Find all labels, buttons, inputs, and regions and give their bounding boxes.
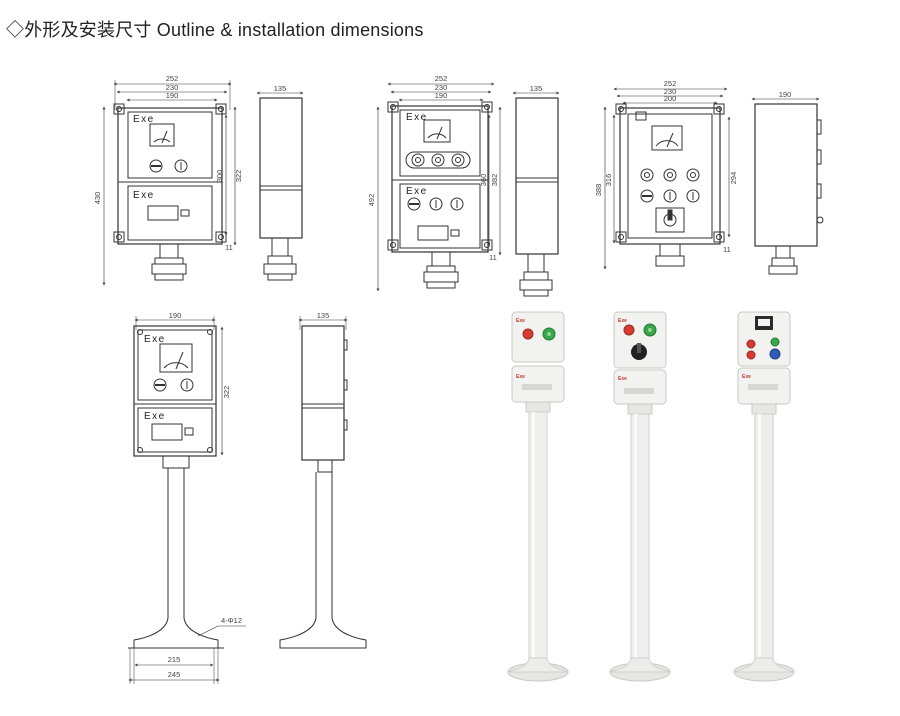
d1-dim-h-box: 322 [234, 170, 243, 183]
d1-dim-h-total: 430 [93, 192, 102, 205]
d2-exe-top: Exe [406, 112, 428, 123]
diamond-icon: ◇ [6, 20, 25, 40]
drawing-4-side [279, 316, 367, 649]
title-text: 外形及安装尺寸 Outline & installation dimension… [24, 20, 424, 40]
d3-dim-w-total: 252 [664, 79, 677, 88]
d3-dim-w-mid: 230 [664, 87, 677, 96]
d4-exe-bottom: Exe [144, 411, 166, 422]
d1-exe-top: Exe [133, 114, 155, 125]
photo-3-exe-bottom: Exe [742, 374, 751, 380]
d3-dim-h-box: 316 [604, 174, 613, 187]
d4-dim-base-outer: 245 [168, 670, 181, 679]
d3-dim-small: 11 [723, 245, 731, 254]
photo-1-exe-top: Exe [516, 318, 525, 324]
d2-dim-h-inner: 360 [479, 174, 488, 187]
d1-dim-h-inner: 300 [215, 170, 224, 183]
d1-dim-w-total: 252 [166, 74, 179, 83]
product-photo-1 [507, 311, 569, 682]
d4-dim-depth: 135 [317, 311, 330, 320]
drawing-2-front [376, 82, 502, 292]
d4-dim-base-inner: 215 [168, 655, 181, 664]
d4-dim-w-inner: 190 [169, 311, 182, 320]
d3-dim-w-inner: 200 [664, 94, 677, 103]
photo-2-exe-bottom: Exe [618, 376, 627, 382]
d2-dim-h-total: 492 [367, 194, 376, 207]
d1-dim-w-mid: 230 [166, 83, 179, 92]
d1-dim-depth: 135 [274, 84, 287, 93]
d1-dim-w-inner: 190 [166, 91, 179, 100]
d2-dim-w-mid: 230 [435, 83, 448, 92]
d2-exe-bottom: Exe [406, 186, 428, 197]
d4-dim-hole: 4-Φ12 [221, 616, 242, 625]
d4-dim-h-box: 322 [222, 386, 231, 399]
d2-dim-w-total: 252 [435, 74, 448, 83]
photo-1-exe-bottom: Exe [516, 374, 525, 380]
drawing-3-front [603, 87, 731, 270]
d3-dim-depth: 190 [779, 90, 792, 99]
drawing-4-front [128, 316, 246, 684]
d1-exe-bottom: Exe [133, 190, 155, 201]
drawing-1-side [256, 91, 304, 281]
d4-exe-top: Exe [144, 334, 166, 345]
d3-dim-h-total: 388 [594, 184, 603, 197]
d3-dim-h-inner: 294 [729, 172, 738, 185]
drawing-1-front [102, 80, 237, 286]
d2-dim-h-box: 382 [490, 174, 499, 187]
product-photo-3 [733, 311, 795, 682]
page-title: ◇外形及安装尺寸 Outline & installation dimensio… [6, 16, 424, 42]
drawing-2-side [512, 91, 560, 297]
product-photo-2 [609, 311, 671, 682]
d2-dim-small: 11 [489, 253, 497, 262]
d2-dim-w-inner: 190 [435, 91, 448, 100]
d1-dim-small: 11 [225, 243, 233, 252]
photo-2-exe-top: Exe [618, 318, 627, 324]
d2-dim-depth: 135 [530, 84, 543, 93]
drawing-3-side [751, 97, 824, 275]
